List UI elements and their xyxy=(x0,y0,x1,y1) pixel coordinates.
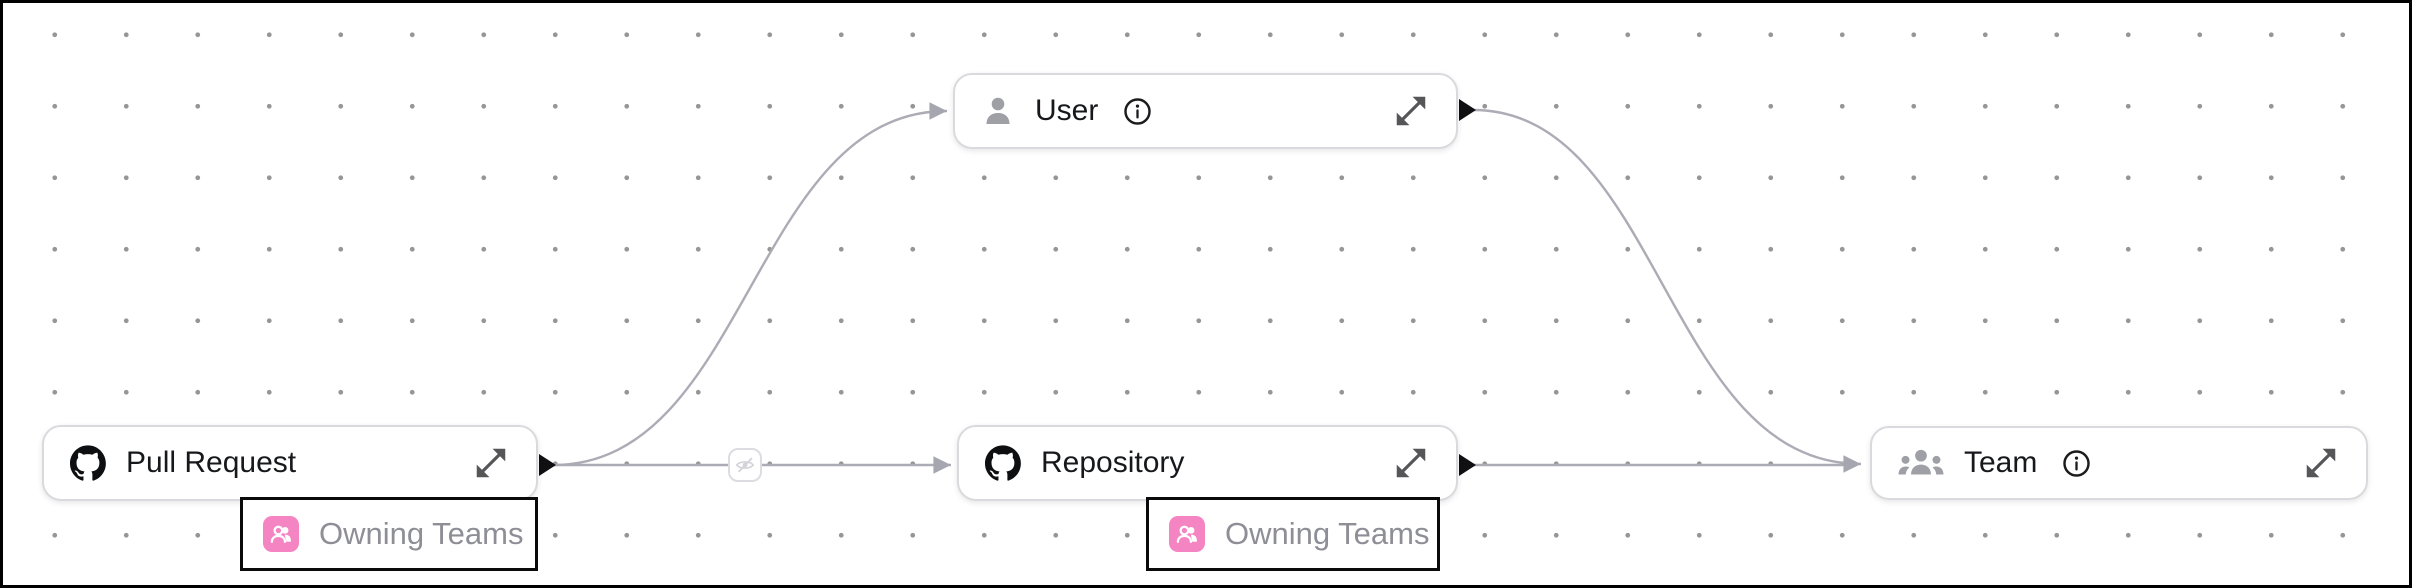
badge-label: Owning Teams xyxy=(319,516,524,551)
node-pull-request[interactable]: Pull Request xyxy=(42,425,538,501)
eye-off-glyph xyxy=(735,457,755,473)
info-icon[interactable] xyxy=(2061,448,2092,479)
teams-pink-icon xyxy=(1169,516,1205,552)
github-icon xyxy=(985,445,1021,481)
edge-layer xyxy=(539,99,1862,476)
info-icon[interactable] xyxy=(1122,96,1153,127)
teams-pink-icon xyxy=(263,516,299,552)
expand-icon[interactable] xyxy=(1392,444,1430,482)
github-icon xyxy=(70,445,106,481)
node-label-repository: Repository xyxy=(1041,446,1185,479)
node-label-team: Team xyxy=(1964,446,2038,479)
owning-teams-badge-pull-request[interactable]: Owning Teams xyxy=(240,497,538,571)
people-group-icon xyxy=(1898,449,1944,475)
expand-icon[interactable] xyxy=(1392,92,1430,130)
expand-icon[interactable] xyxy=(2302,444,2340,482)
node-team[interactable]: Team xyxy=(1870,426,2368,500)
node-label-user: User xyxy=(1035,94,1099,127)
source-handle-repository[interactable] xyxy=(1459,454,1476,476)
node-label-pull-request: Pull Request xyxy=(126,446,297,479)
person-icon xyxy=(986,97,1010,124)
node-repository[interactable]: Repository xyxy=(957,425,1458,501)
edge-pullrequest-user xyxy=(552,102,948,467)
node-user[interactable]: User xyxy=(953,73,1458,149)
eye-off-icon[interactable] xyxy=(728,448,762,482)
source-handle-pull-request[interactable] xyxy=(539,454,556,476)
expand-icon[interactable] xyxy=(472,444,510,482)
source-handle-user[interactable] xyxy=(1459,99,1476,121)
edge-user-team xyxy=(1472,108,1862,473)
owning-teams-badge-repository[interactable]: Owning Teams xyxy=(1146,497,1440,571)
badge-label: Owning Teams xyxy=(1225,516,1430,551)
